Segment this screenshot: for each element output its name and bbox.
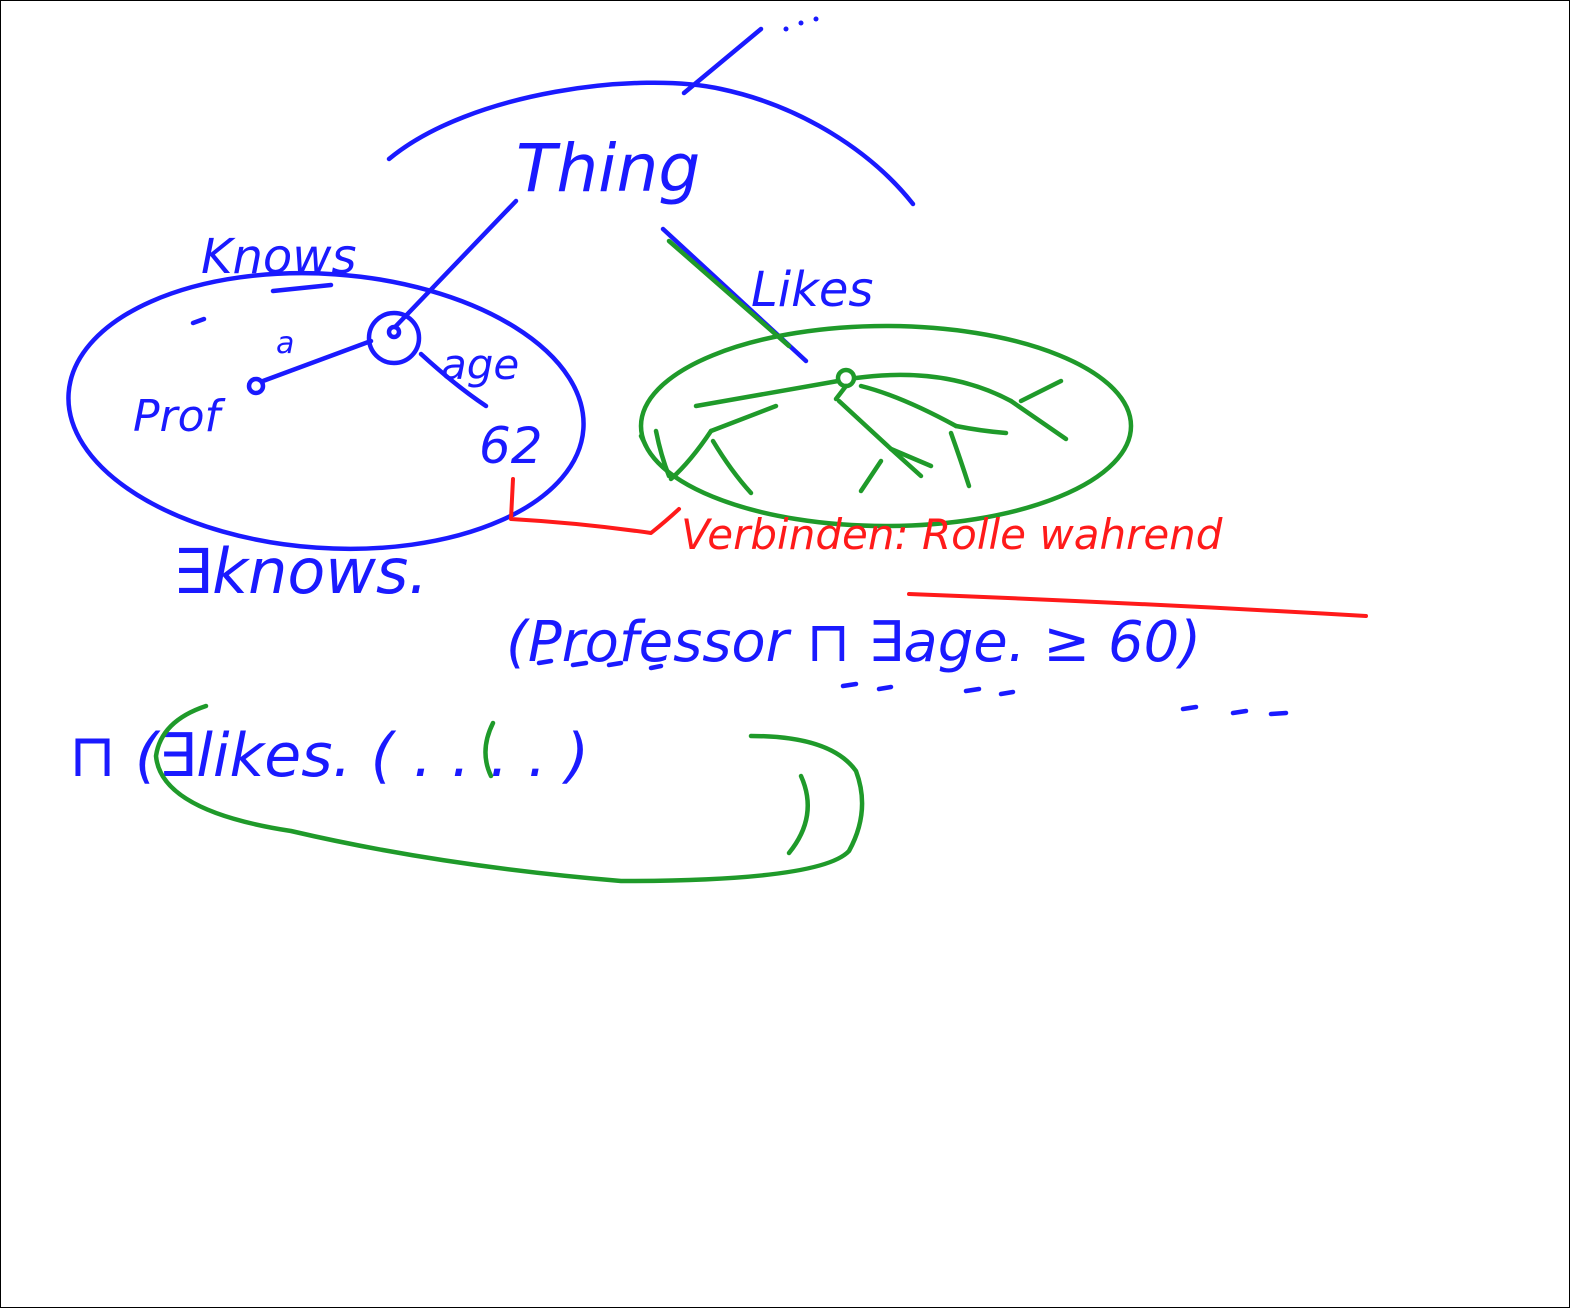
prof-label: Prof (133, 391, 227, 442)
connector-note: Verbinden: Rolle wahrend (681, 510, 1223, 559)
likes-ellipse-start-stroke (638, 433, 649, 449)
formula-quantifier-knows: ∃knows. (173, 535, 428, 608)
edge-age (418, 351, 489, 409)
connector-note-underline (907, 592, 1368, 618)
red-connector (509, 477, 681, 535)
edge-thing-to-likes-overlay (666, 238, 792, 349)
knows-dash-mark (190, 316, 207, 326)
likes-subgraph-ellipse (638, 323, 1134, 529)
edge-a (260, 338, 374, 384)
likes-formula-paren-overlay (483, 720, 496, 779)
central-node-circle (366, 310, 422, 366)
domain-arc-tail (681, 26, 764, 96)
knows-underline (270, 282, 334, 294)
prof-node (246, 376, 266, 396)
likes-formula-loop (153, 703, 865, 884)
edge-thing-to-knows (393, 198, 519, 329)
formula-likes-body: ⊓ (∃likes. ( . . . . ) (69, 721, 589, 791)
knows-subgraph-ellipse (66, 270, 586, 552)
edge-a-label: a (276, 326, 294, 361)
likes-formula-close-overlay (786, 773, 810, 856)
likes-label: Likes (751, 262, 873, 318)
likes-tree-root (835, 367, 857, 389)
domain-arc (386, 80, 916, 207)
domain-arc-ellipsis (783, 16, 819, 32)
thing-label: Thing (516, 130, 700, 207)
age-value-label: 62 (479, 417, 543, 475)
formula-dash-marks (536, 658, 1289, 717)
central-node-dot (386, 324, 402, 340)
edge-age-label: age (441, 340, 519, 389)
likes-tree (653, 367, 1069, 496)
knows-label: Knows (201, 229, 357, 285)
